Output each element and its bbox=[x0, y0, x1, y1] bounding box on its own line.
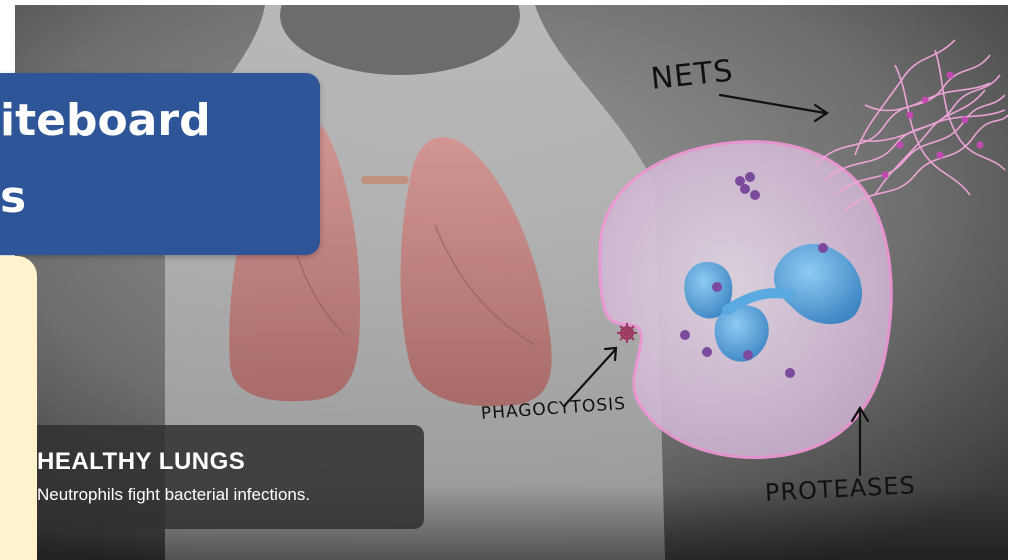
side-panel bbox=[0, 256, 37, 560]
banner-line-2: s bbox=[0, 176, 26, 220]
caption-title: HEALTHY LUNGS bbox=[37, 448, 245, 476]
caption-subtitle: Neutrophils fight bacterial infections. bbox=[37, 485, 310, 505]
whiteboard-banner: iteboard s bbox=[0, 73, 320, 255]
neutrophil-cell bbox=[600, 142, 891, 458]
caption-box: HEALTHY LUNGS Neutrophils fight bacteria… bbox=[37, 425, 424, 529]
banner-line-1: iteboard bbox=[0, 99, 211, 143]
bacterium bbox=[617, 323, 637, 343]
